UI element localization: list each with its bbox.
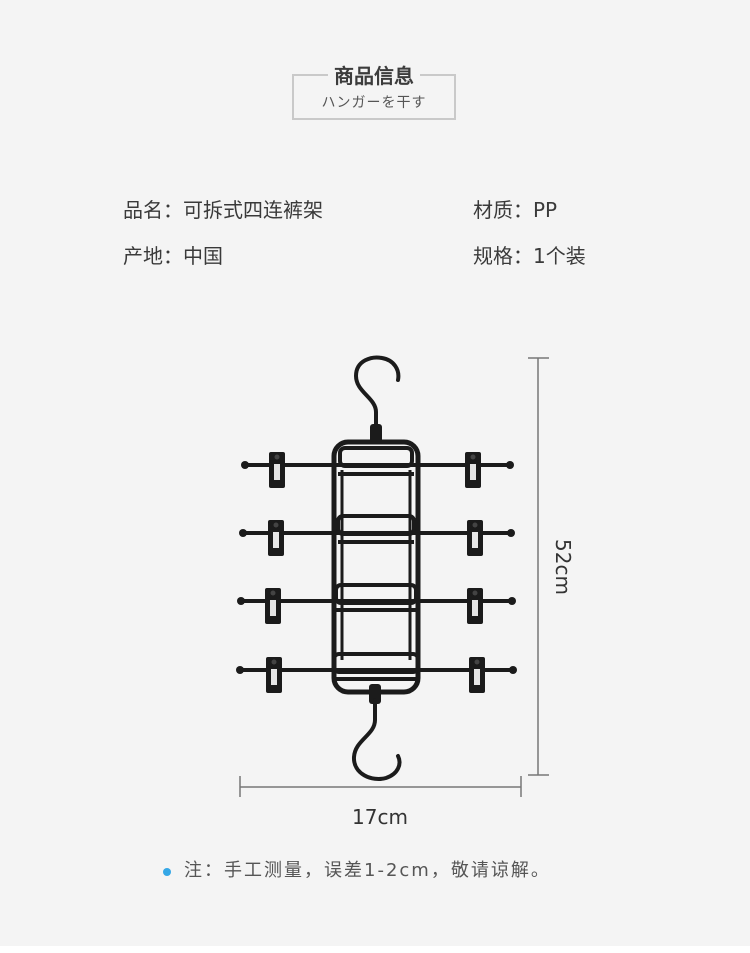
bottom-hook <box>352 698 402 781</box>
spec-origin: 产地：中国 <box>123 244 223 268</box>
clip-3-right <box>467 588 483 624</box>
measurement-note: 注：手工测量，误差1-2cm，敬请谅解。 <box>184 860 551 881</box>
clip-2-left <box>268 520 284 556</box>
bottom-band <box>0 946 750 953</box>
spec-quantity: 规格：1个装 <box>473 244 586 268</box>
spec-material: 材质：PP <box>473 198 558 222</box>
clip-4-left <box>266 657 282 693</box>
clip-4-right <box>469 657 485 693</box>
section-subtitle: ハンガーを干す <box>321 95 427 111</box>
clip-1-left <box>269 452 285 488</box>
clip-3-left <box>265 588 281 624</box>
section-title: 商品信息 <box>292 63 456 89</box>
note-bullet-icon <box>163 868 171 876</box>
hanger-frame <box>331 439 421 695</box>
section-title-text: 商品信息 <box>328 64 420 88</box>
top-hook <box>353 355 401 430</box>
width-label: 17cm <box>352 805 408 829</box>
top-hook-joint <box>370 424 382 444</box>
clip-2-right <box>467 520 483 556</box>
clip-1-right <box>465 452 481 488</box>
spec-name: 品名：可拆式四连裤架 <box>123 198 323 222</box>
height-label: 52cm <box>551 539 575 595</box>
